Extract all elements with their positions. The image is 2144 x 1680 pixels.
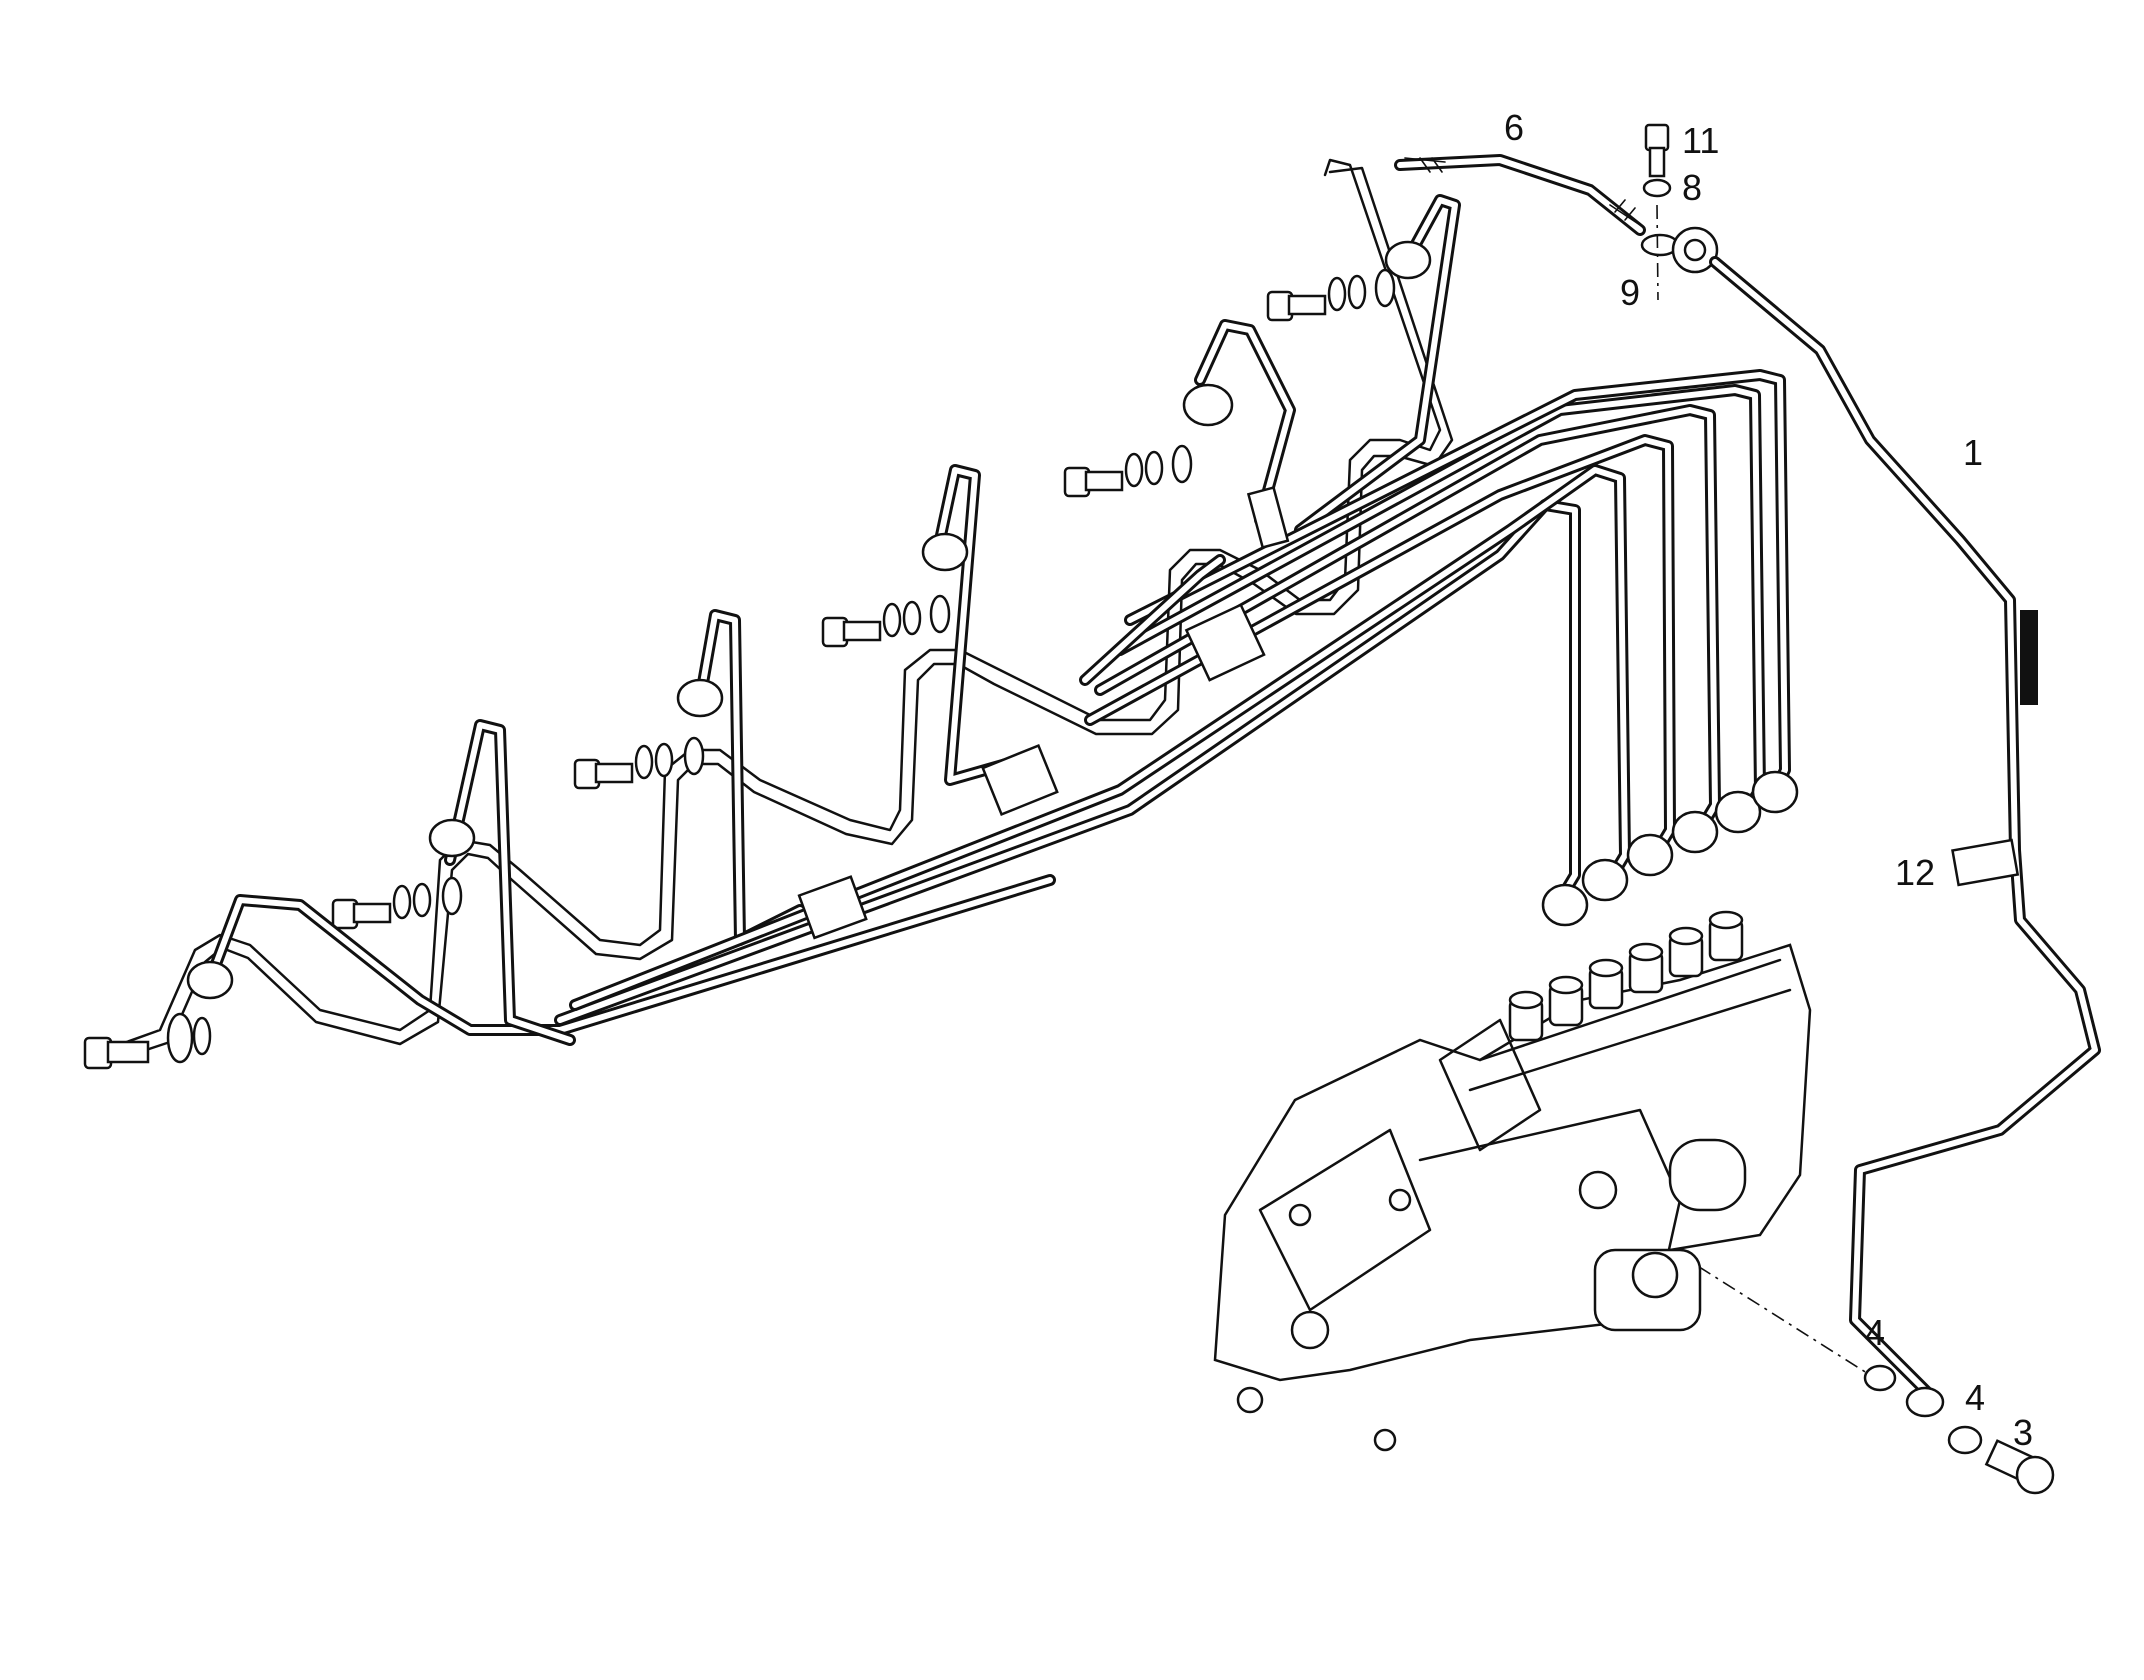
callout-8: 8 (1682, 167, 1702, 208)
banjo-bolt-5 (1063, 444, 1193, 498)
leak-off-return-line (108, 158, 1454, 1064)
delivery-valves (1508, 910, 1744, 1042)
bolt-11-shank (1648, 146, 1666, 178)
callout-6: 6 (1504, 107, 1524, 148)
washer-8 (1642, 178, 1672, 198)
callout-12: 12 (1895, 852, 1935, 893)
filter-housing (1668, 1138, 1747, 1212)
callout-labels: 6 11 8 9 1 12 4 4 3 (1504, 107, 2033, 1453)
banjo-bolt-4 (821, 594, 951, 648)
callout-1: 1 (1963, 432, 1983, 473)
pipe-clamps (797, 486, 1290, 940)
banjo-eye (1905, 1386, 1945, 1418)
callout-3: 3 (2013, 1412, 2033, 1453)
clamp-12 (1951, 838, 2020, 887)
callout-11: 11 (1682, 120, 1719, 161)
callout-4a: 4 (1865, 1312, 1885, 1353)
injector-nuts (186, 240, 1799, 1000)
banjo-fittings (83, 268, 1396, 1070)
banjo-bolt-2 (331, 876, 463, 930)
banjo-bolt-6 (1266, 268, 1396, 322)
banjo-bolt-3 (573, 736, 705, 790)
injection-pump (1213, 910, 1812, 1452)
hose-assembly (1394, 123, 1719, 301)
sleeve-marker (2020, 610, 2038, 705)
bolt-11-head (1644, 123, 1670, 152)
banjo-bolt-1 (83, 1012, 212, 1070)
callout-9: 9 (1620, 272, 1640, 313)
washer-4a (1863, 1364, 1897, 1392)
return-line-1 (1624, 256, 2101, 1495)
callout-4b: 4 (1965, 1377, 1985, 1418)
washer-4b (1947, 1425, 1983, 1455)
